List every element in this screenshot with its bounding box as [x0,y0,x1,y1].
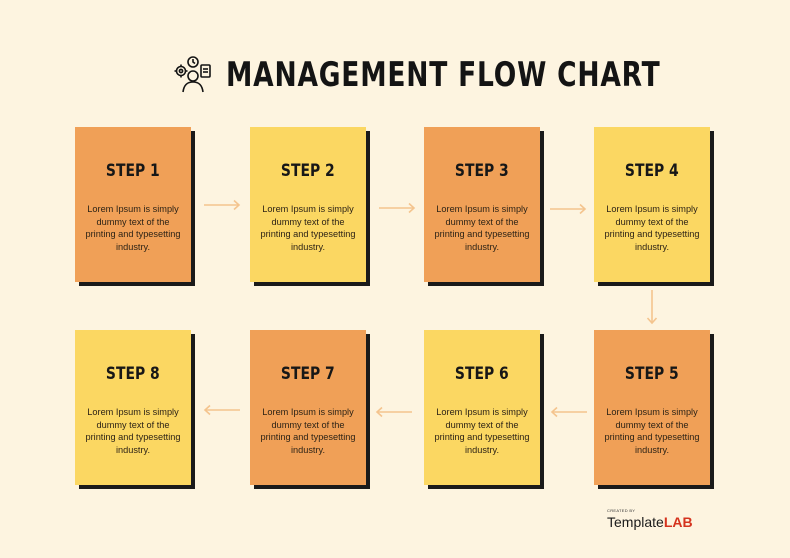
step-title: STEP 6 [455,364,509,384]
step-description: Lorem Ipsum is simply dummy text of the … [604,407,700,455]
step-card-7: STEP 7 Lorem Ipsum is simply dummy text … [250,330,366,485]
step-description: Lorem Ipsum is simply dummy text of the … [434,204,530,252]
step-description: Lorem Ipsum is simply dummy text of the … [604,204,700,252]
arrow-right-icon [204,199,241,211]
step-card-3: STEP 3 Lorem Ipsum is simply dummy text … [424,127,540,282]
step-card-4: STEP 4 Lorem Ipsum is simply dummy text … [594,127,710,282]
logo-brand-template: Template [607,514,664,530]
step-card-1: STEP 1 Lorem Ipsum is simply dummy text … [75,127,191,282]
step-title: STEP 1 [106,161,160,181]
step-description: Lorem Ipsum is simply dummy text of the … [260,407,356,455]
logo-brand-lab: LAB [663,514,693,530]
page-title: MANAGEMENT FLOW CHART [226,55,661,95]
logo-created-by: CREATED BY [607,508,636,513]
step-description: Lorem Ipsum is simply dummy text of the … [85,407,181,455]
arrow-left-icon [550,406,587,418]
arrow-left-icon [375,406,412,418]
step-title: STEP 7 [281,364,335,384]
step-title: STEP 4 [625,161,679,181]
step-description: Lorem Ipsum is simply dummy text of the … [85,204,181,252]
arrow-left-icon [203,404,240,416]
step-title: STEP 5 [625,364,679,384]
step-title: STEP 8 [106,364,160,384]
header: MANAGEMENT FLOW CHART [172,52,783,98]
step-title: STEP 3 [455,161,509,181]
step-card-5: STEP 5 Lorem Ipsum is simply dummy text … [594,330,710,485]
step-card-8: STEP 8 Lorem Ipsum is simply dummy text … [75,330,191,485]
arrow-right-icon [550,203,587,215]
arrow-right-icon [379,202,416,214]
step-description: Lorem Ipsum is simply dummy text of the … [260,204,356,252]
step-card-2: STEP 2 Lorem Ipsum is simply dummy text … [250,127,366,282]
templatelab-logo: CREATED BY TemplateLAB [607,508,693,530]
step-description: Lorem Ipsum is simply dummy text of the … [434,407,530,455]
arrow-down-icon [646,290,658,325]
step-card-6: STEP 6 Lorem Ipsum is simply dummy text … [424,330,540,485]
management-people-gear-icon [174,56,211,93]
step-title: STEP 2 [281,161,335,181]
